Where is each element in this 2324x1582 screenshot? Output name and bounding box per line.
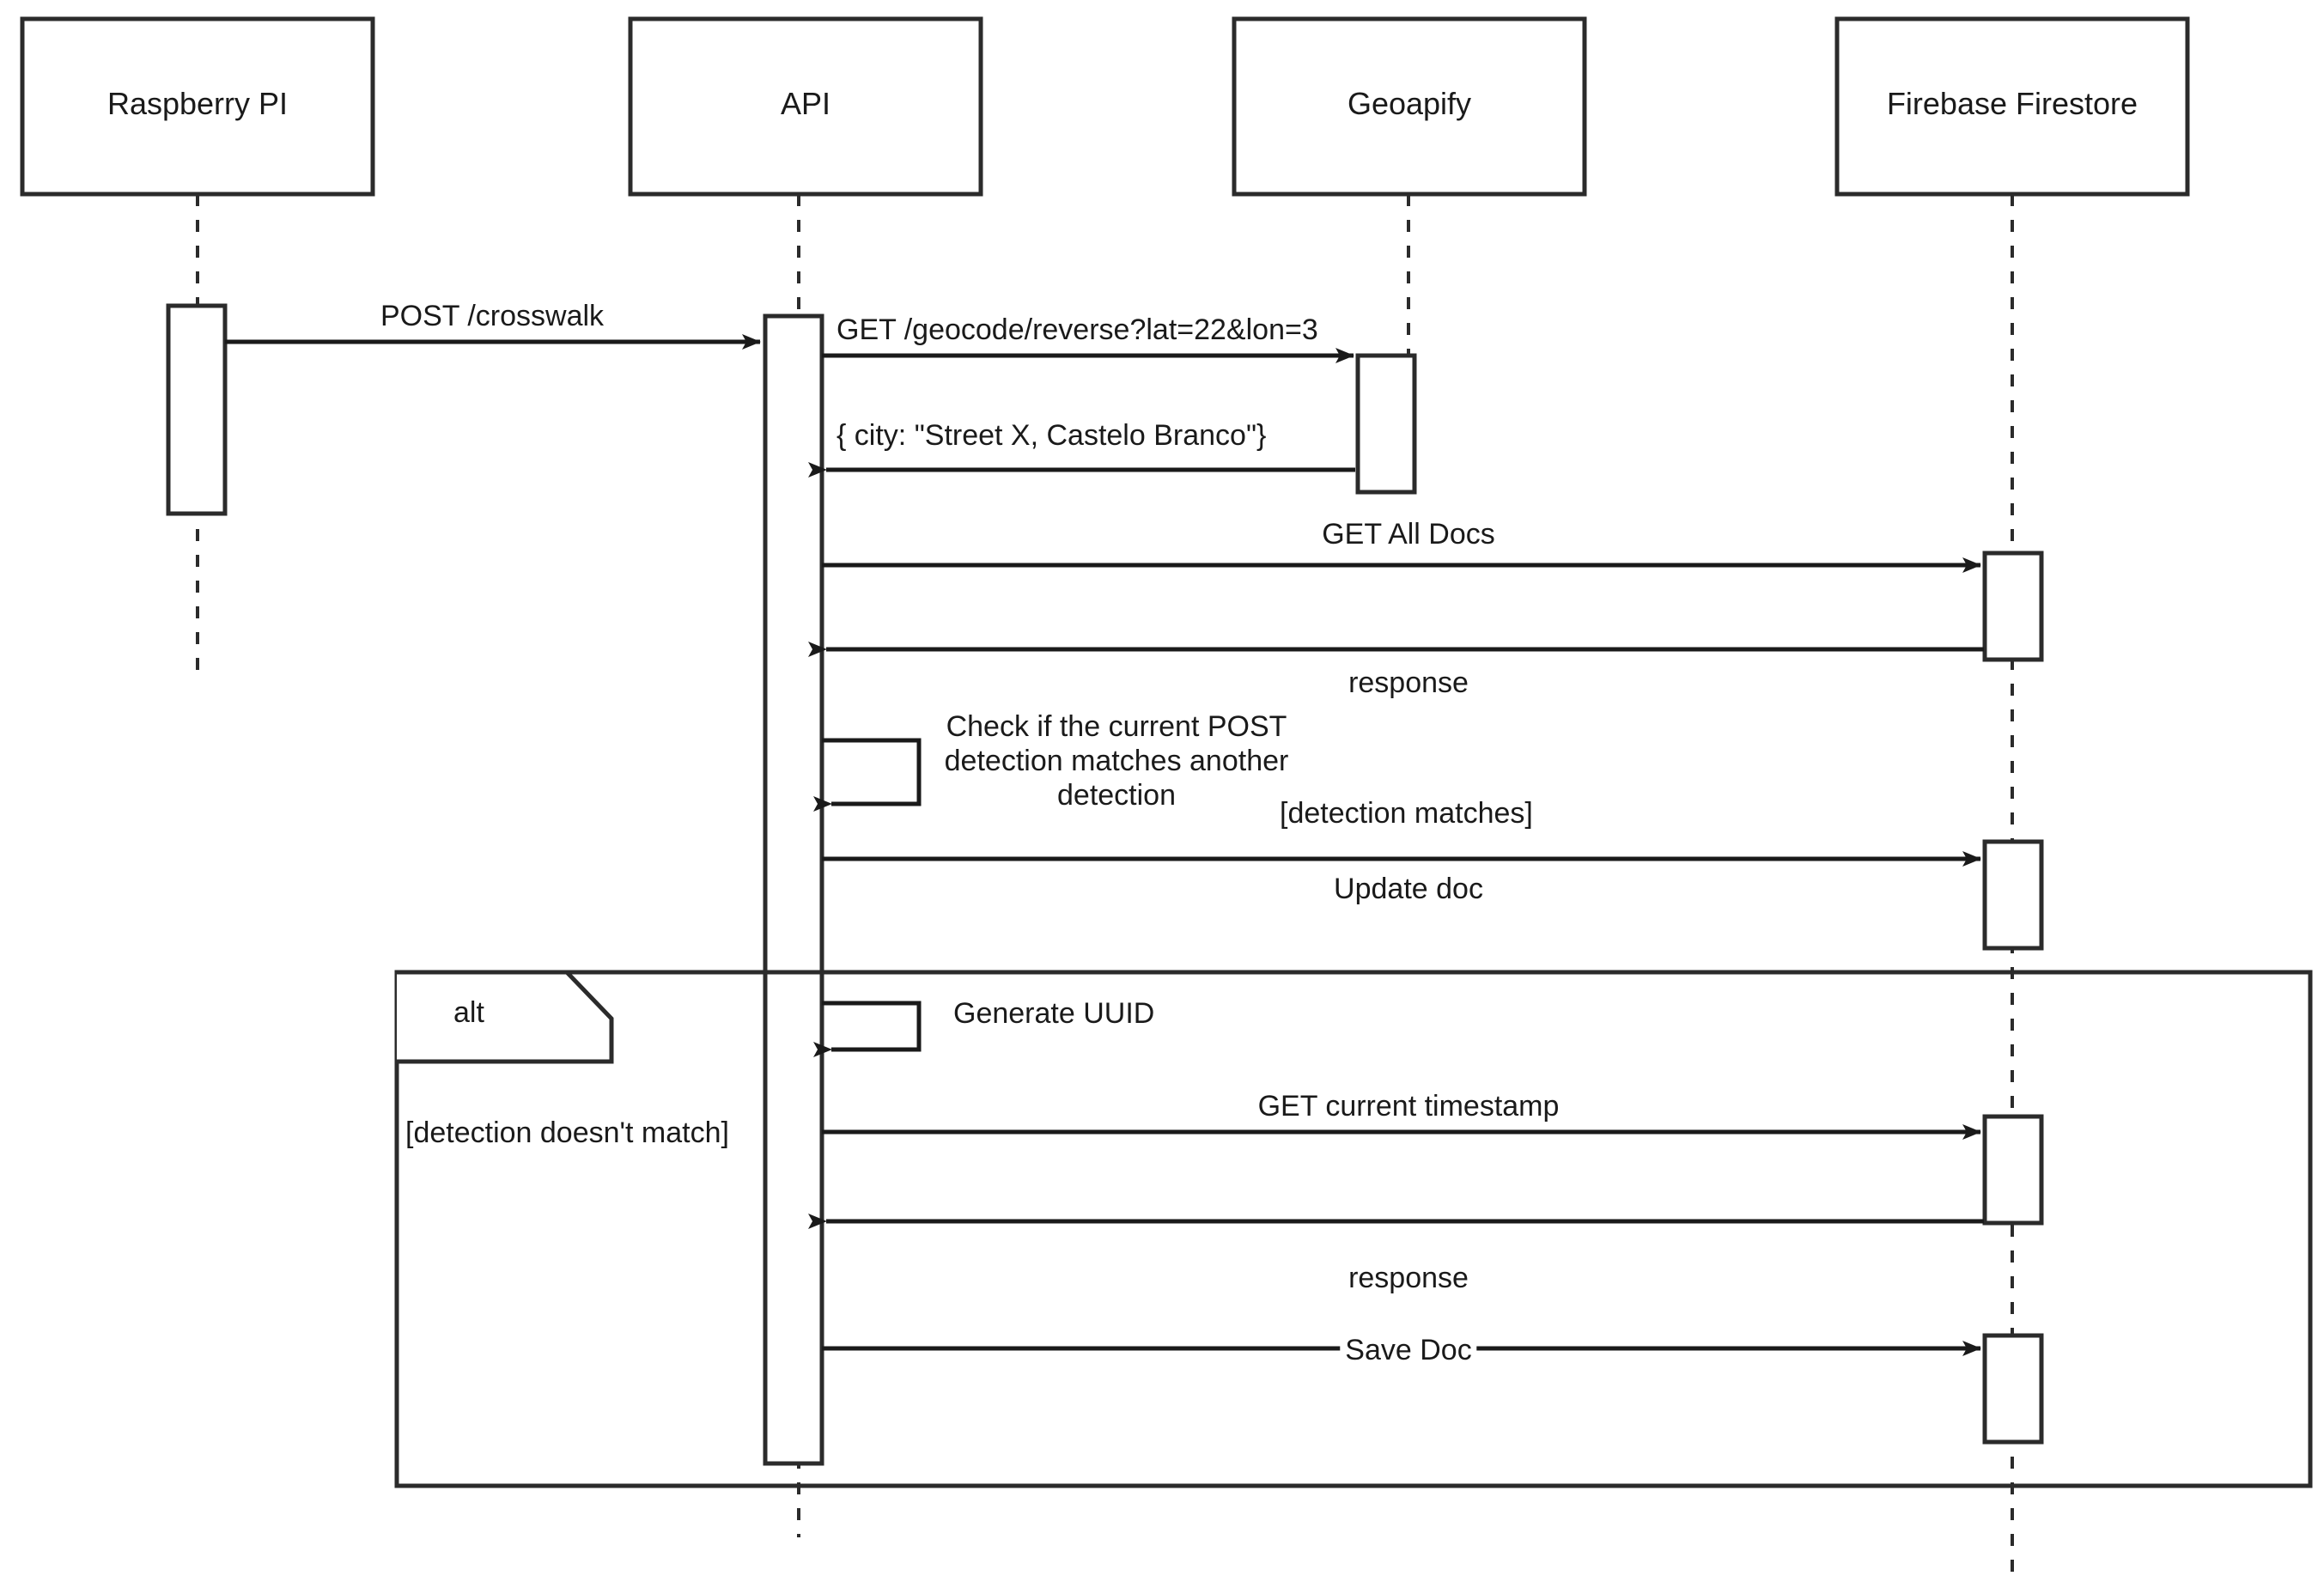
message-arrow-m6 (813, 738, 922, 812)
lifelines (196, 194, 2014, 1580)
message-arrow-m8 (813, 1001, 922, 1057)
activation-firestore-2 (1982, 839, 2044, 951)
message-arrows (225, 334, 1984, 1356)
participant-box-firestore (1834, 16, 2190, 197)
message-label-check-detection: Check if the current POST detection matc… (944, 710, 1289, 812)
alt-keyword-tab (397, 970, 614, 1064)
activation-firestore-1 (1982, 551, 2044, 662)
message-label-save-doc-text: Save Doc (1340, 1334, 1477, 1366)
alt-fragment-keyword: alt (453, 996, 484, 1029)
participant-box-api (628, 16, 983, 197)
message-label-update-doc: Update doc (1334, 873, 1483, 905)
activation-firestore-4 (1982, 1333, 2044, 1445)
activation-geoapify-1 (1355, 353, 1417, 495)
message-label-geocode-reverse: GET /geocode/reverse?lat=22&lon=3 (837, 313, 1318, 346)
alt-fragment-guard: [detection doesn't match] (405, 1117, 729, 1149)
message-label-response-1: response (1348, 666, 1469, 699)
participant-box-rpi (20, 16, 375, 197)
activation-rpi-1 (166, 303, 228, 516)
participant-box-geoapify (1232, 16, 1587, 197)
activation-firestore-3 (1982, 1114, 2044, 1226)
participant-boxes (20, 16, 2190, 197)
alt-fragment (394, 970, 2313, 1488)
activation-api-1 (763, 313, 824, 1466)
guard-label-detection-matches: [detection matches] (1280, 797, 1533, 830)
message-label-save-doc: Save Doc (1340, 1333, 1477, 1367)
activation-bars (166, 303, 2044, 1466)
message-label-city-response: { city: "Street X, Castelo Branco"} (837, 419, 1267, 452)
message-label-post-crosswalk: POST /crosswalk (380, 300, 605, 332)
message-label-get-all-docs: GET All Docs (1322, 518, 1495, 551)
message-label-generate-uuid: Generate UUID (953, 997, 1155, 1030)
alt-fragment-border (394, 970, 2313, 1488)
message-label-get-timestamp: GET current timestamp (1257, 1090, 1560, 1123)
message-label-response-2: response (1348, 1262, 1469, 1294)
